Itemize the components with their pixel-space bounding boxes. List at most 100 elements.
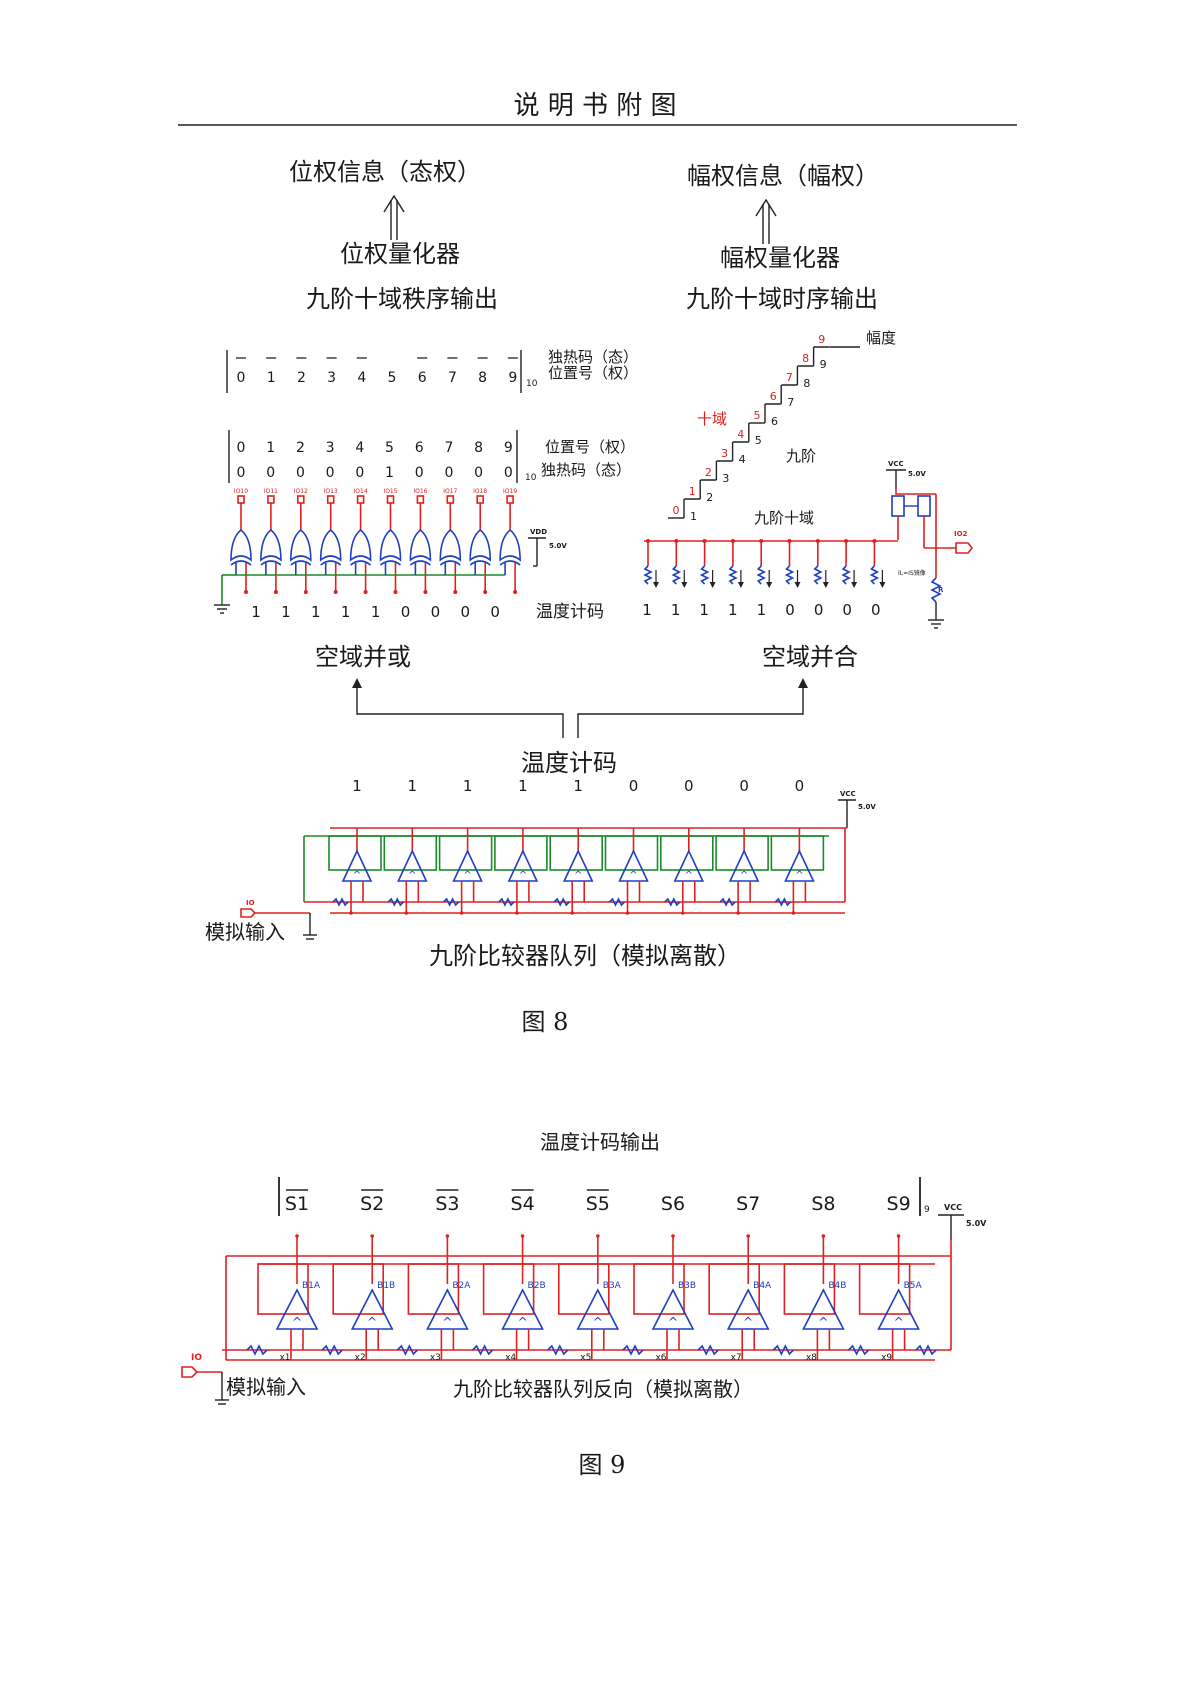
thermo-bit: 1 — [371, 603, 381, 621]
io-pin — [237, 495, 245, 504]
stair-level-black: 2 — [706, 491, 713, 504]
ladder-resistor — [697, 1344, 719, 1356]
resistor — [756, 565, 766, 585]
comparator-glyph: ^ — [518, 1315, 528, 1329]
current-arrow-head — [709, 582, 716, 588]
stair-level-black: 8 — [803, 377, 810, 390]
stair-level-black: 6 — [771, 415, 778, 428]
stair-level-red: 5 — [754, 409, 761, 422]
comparator-chain-fig9: ^B1Ax1^B1Bx2^B2Ax3^B2Bx4^B3Ax5^B3Bx6^B4A… — [222, 1234, 952, 1363]
vdd-supply: VDD 5.0V — [528, 528, 567, 566]
resistor — [699, 565, 710, 585]
left-double-arrow — [383, 194, 405, 240]
fig9-title: 温度计码输出 — [540, 1130, 660, 1154]
chain-caption-fig9: 九阶比较器队列反向（模拟离散） — [453, 1377, 753, 1401]
space-or-label: 空域并或 — [315, 643, 411, 671]
s-label: S8 — [811, 1193, 835, 1215]
node-dot — [244, 590, 248, 594]
current-arrow-head — [681, 582, 688, 588]
thermo-bit: 1 — [311, 603, 321, 621]
xor-gate-arc — [499, 560, 521, 566]
current-arrow-head — [653, 582, 659, 588]
node-dot — [570, 911, 574, 915]
position-digit: 9 — [504, 440, 513, 456]
thermo-bit: 1 — [463, 777, 473, 795]
comparator-chain-fig8: ^^^^^^^^^ — [303, 827, 847, 915]
node-dot — [295, 1234, 299, 1238]
feedback-loop — [659, 835, 714, 871]
chain-caption-fig8: 九阶比较器队列（模拟离散） — [429, 942, 741, 970]
vcc-supply-chain: VCC 5.0V — [838, 790, 876, 828]
xor-gate-arc — [260, 560, 282, 566]
comparator-glyph: ^ — [593, 1315, 603, 1329]
node-dot — [821, 1234, 826, 1238]
feedback-loop — [770, 835, 825, 871]
thermo-bit: 1 — [642, 601, 652, 619]
stair-level-red: 3 — [721, 447, 728, 460]
s-label: S1 — [285, 1193, 309, 1215]
stair-level-black: 3 — [722, 472, 729, 485]
comparator — [562, 849, 594, 882]
comparator — [618, 849, 649, 882]
thermo-bit: 1 — [251, 603, 261, 621]
node-label: x6 — [655, 1353, 666, 1363]
feedback-loop — [383, 835, 438, 871]
vcc-volt-chain: 5.0V — [858, 803, 876, 811]
figure-9-caption: 图 9 — [579, 1451, 626, 1479]
comparator — [784, 849, 815, 882]
xor-gate — [349, 528, 372, 562]
feedback-loop — [708, 1263, 761, 1315]
current-arrow-head — [766, 582, 773, 588]
thermo-bit: 0 — [785, 601, 795, 619]
thermo-bit: 0 — [871, 601, 881, 619]
ladder-resistor — [396, 1344, 418, 1356]
ladder-resistor — [332, 897, 349, 907]
stair-level-red: 8 — [802, 352, 809, 365]
node-dot — [515, 911, 519, 915]
position-label-2: 位置号（权） — [545, 438, 635, 456]
ladder-resistor — [321, 1344, 343, 1356]
left-quantizer: 位权量化器 — [340, 240, 460, 268]
position-digit: 7 — [444, 440, 453, 456]
node-label: x2 — [355, 1353, 366, 1363]
analog-input-label-fig8: 模拟输入 — [205, 920, 285, 944]
node-dot — [393, 590, 398, 594]
current-arrow-head — [851, 582, 858, 588]
io-pin-label: IO15 — [383, 488, 397, 495]
io-pin-label: IO16 — [413, 488, 427, 495]
ladder-resistor — [848, 1344, 870, 1356]
position-digit: 5 — [388, 370, 397, 386]
comparator-glyph: ^ — [818, 1315, 828, 1329]
comparator — [576, 1288, 620, 1330]
thermo-bit: 0 — [431, 603, 441, 621]
io-pin — [296, 495, 305, 504]
left-weight-info: 位权信息（态权） — [289, 158, 481, 186]
stair-level-black: 4 — [739, 453, 746, 466]
thermo-bit: 1 — [281, 603, 291, 621]
onehot-bit: 0 — [296, 465, 305, 481]
stair-level-red: 9 — [818, 333, 825, 346]
ladder-resistor — [553, 897, 570, 907]
stair-level-red: 2 — [705, 466, 712, 479]
xor-gate-arc — [469, 560, 491, 566]
position-digit: 9 — [508, 370, 517, 386]
page-header: 说 明 书 附 图 — [513, 91, 676, 121]
comparator-label: B2B — [528, 1281, 546, 1291]
thermo-bit: 1 — [671, 601, 681, 619]
stair-level-black: 7 — [787, 396, 794, 409]
io-pin — [416, 495, 425, 504]
node-dot — [746, 1234, 750, 1238]
thermo-bit: 0 — [795, 777, 805, 795]
position-digit: 2 — [296, 440, 305, 456]
stair-level-red: 7 — [786, 371, 793, 384]
resistor — [671, 565, 682, 585]
s-label: S4 — [511, 1193, 535, 1215]
thermo-bit: 1 — [573, 777, 583, 795]
comparator-label: B5A — [904, 1281, 923, 1291]
